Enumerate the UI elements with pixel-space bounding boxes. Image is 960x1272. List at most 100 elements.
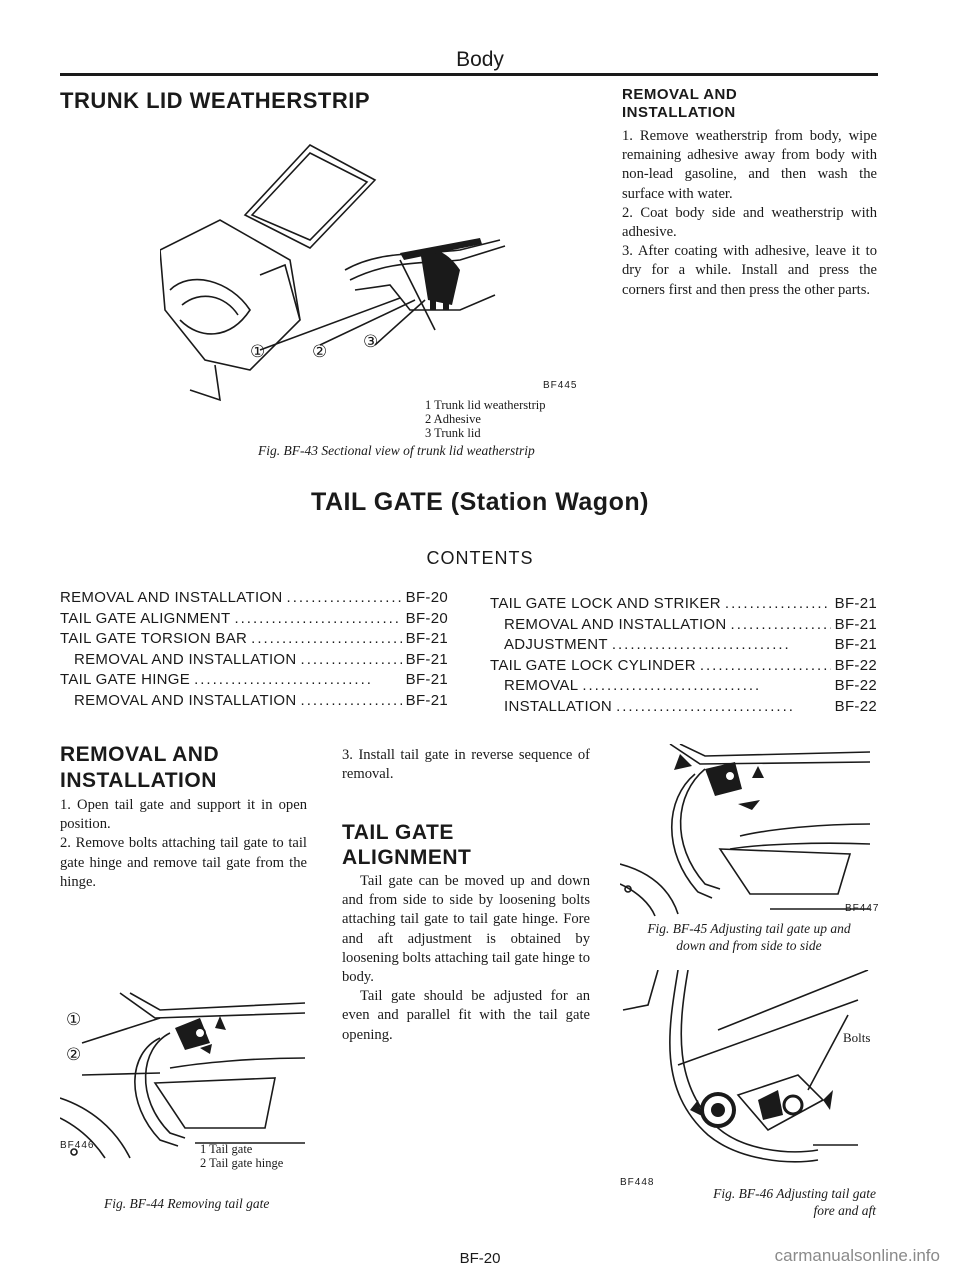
contents-title: CONTENTS (426, 548, 534, 568)
removal-steps: 1. Open tail gate and support it in open… (60, 796, 307, 892)
legend-item: 3 Trunk lid (425, 426, 481, 440)
figure-code: BF446 (60, 1140, 95, 1151)
tail-gate-removal-illustration (60, 992, 306, 1159)
removal-heading-line: REMOVAL AND (622, 86, 738, 103)
caption-line: Fig. BF-46 Adjusting tail gate (713, 1186, 876, 1201)
figure-caption: Fig. BF-43 Sectional view of trunk lid w… (258, 443, 535, 458)
bolts-label: Bolts (843, 1030, 871, 1045)
callout-1: ① (250, 342, 266, 361)
toc-page: BF-21 (834, 636, 877, 653)
legend-item: 2 Adhesive (425, 412, 481, 426)
tail-gate-fore-aft-illustration (622, 970, 869, 1163)
watermark: carmanualsonline.info (774, 1246, 940, 1265)
toc-label: REMOVAL AND INSTALLATION (74, 691, 297, 709)
toc-label: REMOVAL (504, 677, 579, 694)
step-text: 2. Remove bolts attaching tail gate to t… (60, 835, 307, 890)
toc-dots: ............................. (730, 615, 831, 633)
removal-heading-line: INSTALLATION (60, 769, 217, 792)
toc-entry: REMOVAL AND INSTALLATION................… (60, 588, 448, 609)
toc-page: BF-21 (405, 630, 448, 647)
alignment-heading: TAIL GATE ALIGNMENT (342, 820, 471, 870)
toc-page: BF-20 (405, 609, 448, 627)
toc-label: REMOVAL AND INSTALLATION (504, 615, 727, 633)
trunk-legend: 1 Trunk lid weatherstrip 2 Adhesive 3 Tr… (425, 398, 545, 440)
toc-label: TAIL GATE LOCK AND STRIKER (490, 595, 721, 612)
toc-entry: TAIL GATE TORSION BAR...................… (60, 629, 448, 650)
header-rule (60, 73, 878, 76)
toc-label: ADJUSTMENT (504, 636, 608, 653)
toc-label: REMOVAL AND INSTALLATION (60, 589, 283, 606)
toc-dots: ............................. (611, 636, 791, 653)
alignment-paragraph: Tail gate should be adjusted for an even… (342, 988, 590, 1043)
toc-page: BF-21 (405, 650, 448, 668)
figure-code: BF447 (845, 903, 880, 914)
callout-1: ① (66, 1010, 82, 1029)
toc-dots: ............................. (582, 677, 762, 694)
toc-label: INSTALLATION (504, 697, 613, 715)
toc-page: BF-22 (834, 677, 877, 694)
toc-entry: INSTALLATION............................… (490, 697, 877, 718)
alignment-text: Tail gate can be moved up and down and f… (342, 872, 590, 1045)
legend-item: 1 Tail gate (200, 1142, 253, 1156)
removal-heading: REMOVAL AND INSTALLATION (60, 742, 219, 794)
toc-dots: ............................. (300, 650, 402, 668)
toc-page: BF-22 (834, 656, 877, 674)
toc-dots: ............................. (286, 589, 402, 606)
toc-entry: REMOVAL AND INSTALLATION................… (60, 650, 448, 671)
toc-page: BF-21 (834, 615, 877, 633)
callout-3: ③ (363, 332, 379, 351)
toc-label: TAIL GATE ALIGNMENT (60, 609, 231, 627)
removal-steps: 1. Remove weatherstrip from body, wipe r… (622, 127, 877, 300)
step-text: 1. Open tail gate and support it in open… (60, 797, 307, 833)
alignment-heading-line: ALIGNMENT (342, 846, 472, 869)
figure-code: BF445 (543, 380, 578, 391)
toc-dots: ............................. (194, 671, 373, 688)
step-text: 3. After coating with adhesive, leave it… (622, 243, 877, 298)
toc-label: TAIL GATE LOCK CYLINDER (490, 656, 696, 674)
alignment-heading-line: TAIL GATE (342, 821, 454, 844)
toc-entry: TAIL GATE HINGE.........................… (60, 670, 448, 691)
caption-line: fore and aft (813, 1203, 877, 1218)
toc-page: BF-21 (834, 595, 877, 612)
caption-line: Fig. BF-45 Adjusting tail gate up and (647, 921, 851, 936)
toc-left: REMOVAL AND INSTALLATION................… (60, 588, 448, 711)
tail-gate-up-down-illustration (620, 744, 871, 917)
toc-right: TAIL GATE LOCK AND STRIKER..............… (490, 594, 877, 717)
toc-dots: ............................. (616, 697, 795, 715)
tailgate-title: TAIL GATE (Station Wagon) (311, 488, 649, 516)
toc-label: TAIL GATE TORSION BAR (60, 630, 248, 647)
trunk-lid-illustration (160, 144, 506, 402)
toc-page: BF-21 (405, 671, 448, 688)
figure-caption: Fig. BF-46 Adjusting tail gate fore and … (620, 1185, 876, 1219)
toc-label: TAIL GATE HINGE (60, 671, 191, 688)
toc-dots: ............................. (699, 656, 831, 674)
toc-label: REMOVAL AND INSTALLATION (74, 650, 297, 668)
legend-item: 1 Trunk lid weatherstrip (425, 398, 546, 412)
step-text: 2. Coat body side and weatherstrip with … (622, 204, 877, 241)
removal-heading: REMOVAL AND INSTALLATION (622, 86, 737, 122)
toc-dots: ............................. (234, 609, 402, 627)
toc-page: BF-20 (405, 589, 448, 606)
callout-2: ② (312, 342, 328, 361)
step-text: 1. Remove weatherstrip from body, wipe r… (622, 128, 877, 202)
toc-entry: TAIL GATE LOCK CYLINDER.................… (490, 656, 877, 677)
toc-dots: ............................. (724, 595, 831, 612)
toc-entry: TAIL GATE ALIGNMENT.....................… (60, 609, 448, 630)
trunk-heading: TRUNK LID WEATHERSTRIP (60, 88, 371, 113)
page-number: BF-20 (459, 1250, 501, 1267)
toc-dots: ............................. (251, 630, 401, 647)
alignment-paragraph: Tail gate can be moved up and down and f… (342, 873, 590, 986)
page-section-title: Body (456, 48, 504, 71)
toc-entry: TAIL GATE LOCK AND STRIKER..............… (490, 594, 877, 615)
toc-entry: ADJUSTMENT............................. B… (490, 635, 877, 656)
toc-entry: REMOVAL............................. BF-2… (490, 676, 877, 697)
figure-code: BF448 (620, 1177, 655, 1188)
toc-dots: ............................. (300, 691, 402, 709)
figure-caption: Fig. BF-44 Removing tail gate (104, 1196, 270, 1211)
removal-heading-line: INSTALLATION (622, 104, 736, 121)
toc-page: BF-22 (834, 697, 877, 715)
toc-entry: REMOVAL AND INSTALLATION................… (60, 691, 448, 712)
toc-entry: REMOVAL AND INSTALLATION................… (490, 615, 877, 636)
removal-heading-line: REMOVAL AND (60, 743, 220, 766)
caption-line: down and from side to side (676, 938, 822, 953)
